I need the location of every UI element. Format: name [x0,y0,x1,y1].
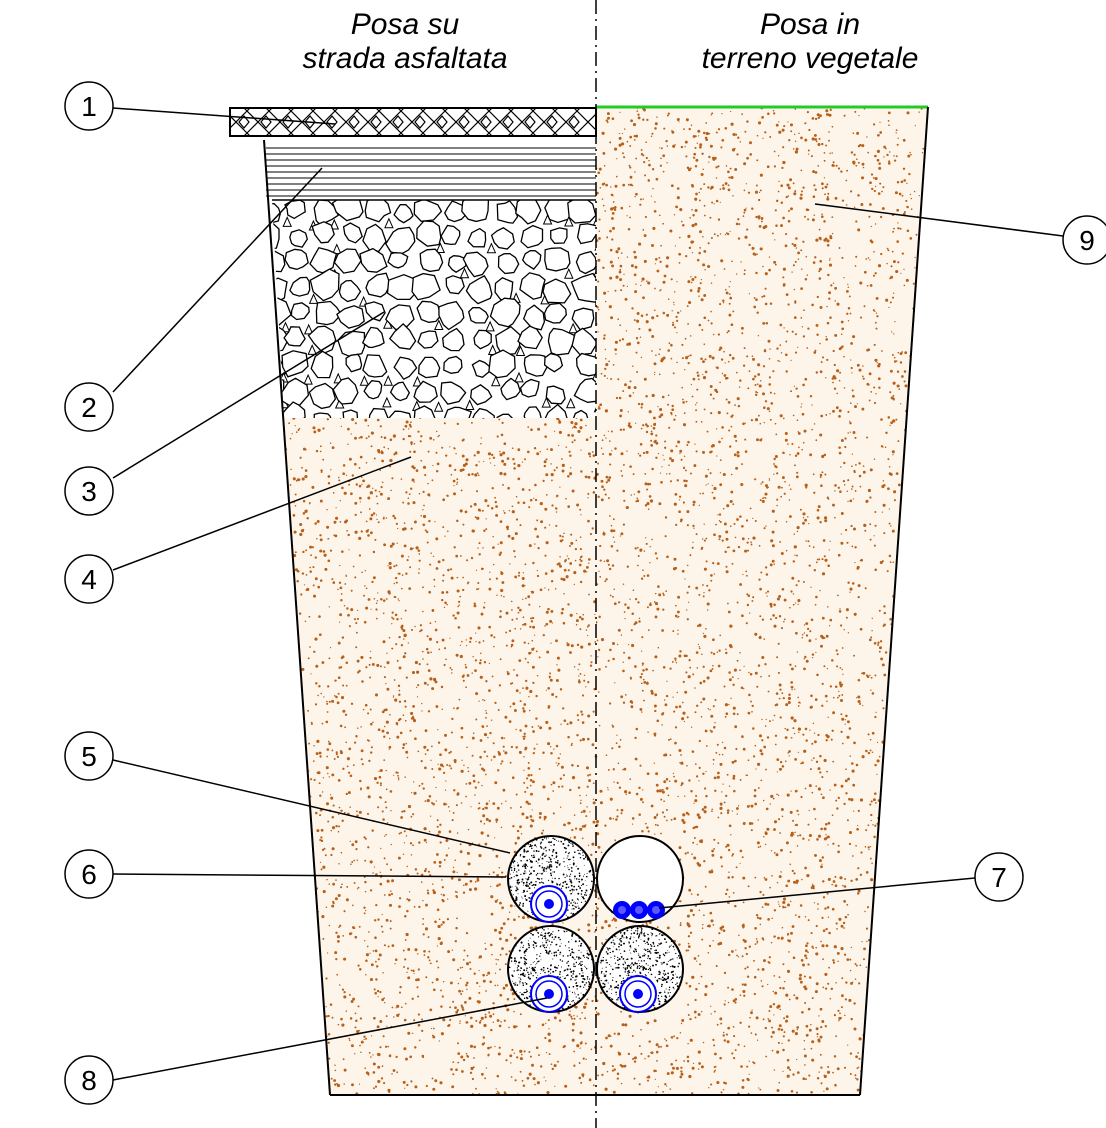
callout-1: 1 [64,81,114,131]
header-right-line1: Posa in [759,8,861,41]
callout-7-label: 7 [991,862,1007,893]
conduit-empty-top-right [596,835,684,923]
header-left: Posa su strada asfaltata [260,8,550,76]
trench-outline [263,106,929,1096]
leader-lines [112,107,1064,1081]
callout-9-label: 9 [1079,225,1095,256]
binder-layer [264,140,596,200]
conduit-filled-bottom-right [596,925,684,1013]
cable-bottom-right [619,975,657,1013]
header-right: Posa in terreno vegetale [680,8,940,76]
callout-6: 6 [64,849,114,899]
conduit-filled-top-left [507,835,595,923]
cable-bottom-left [530,975,568,1013]
header-left-line1: Posa su [350,8,460,41]
header-right-line2: terreno vegetale [701,42,919,75]
callout-2: 2 [64,382,114,432]
callout-3: 3 [64,466,114,516]
callout-4: 4 [64,554,114,604]
callout-4-label: 4 [81,564,97,595]
callout-2-label: 2 [81,392,97,423]
callout-5: 5 [64,731,114,781]
callout-6-label: 6 [81,859,97,890]
callout-8-label: 8 [81,1065,97,1096]
header-left-line2: strada asfaltata [302,42,508,75]
callout-1-label: 1 [81,91,97,122]
callout-3-label: 3 [81,476,97,507]
cable-top-left [530,885,568,923]
small-cables [613,901,665,919]
gravel-layer [272,200,596,418]
callout-5-label: 5 [81,741,97,772]
callout-9: 9 [1062,215,1106,265]
callout-8: 8 [64,1055,114,1105]
conduit-filled-bottom-left [507,925,595,1013]
asphalt-layer [229,107,597,137]
callout-7: 7 [974,852,1024,902]
